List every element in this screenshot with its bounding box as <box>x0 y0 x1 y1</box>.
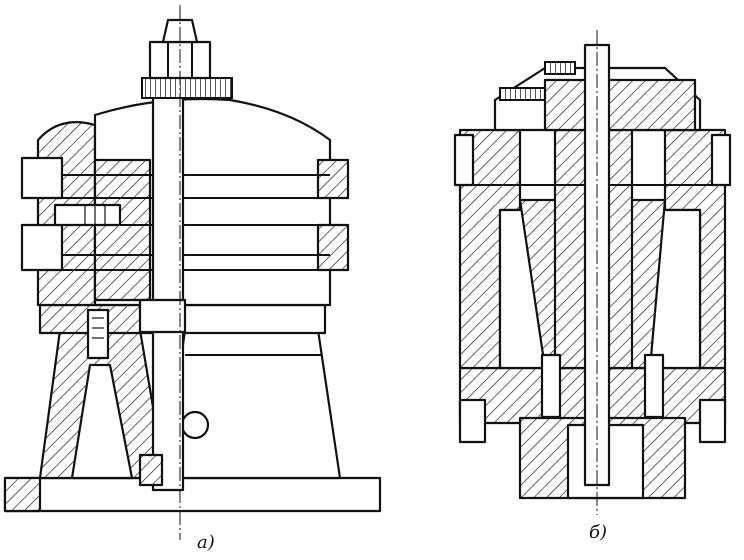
base-plate-section-left <box>3 476 42 513</box>
shaft-collar <box>138 298 187 334</box>
screw-left <box>540 353 562 419</box>
central-bolt <box>583 43 611 487</box>
internal-bolt <box>53 203 122 227</box>
pedestal-body <box>163 328 342 480</box>
view-b-caption: б) <box>589 522 608 543</box>
pedestal-cavity <box>70 363 134 480</box>
assembly-view-a <box>3 5 382 540</box>
inner-wall-section <box>93 158 152 302</box>
central-shaft <box>151 93 185 492</box>
base-foot-right <box>698 398 727 444</box>
view-a-caption: а) <box>197 532 215 553</box>
base-plate <box>3 476 382 513</box>
ring-right-upper <box>316 158 350 200</box>
ring-left-lower <box>20 223 64 272</box>
knurled-nut <box>141 77 233 99</box>
knurl-left <box>499 87 546 101</box>
side-plug <box>180 410 210 440</box>
shaft-bushing <box>138 453 164 487</box>
side-lug-left <box>453 133 475 187</box>
cap-section <box>543 78 697 132</box>
ring-left-upper <box>20 156 64 200</box>
base-foot-left <box>458 398 487 444</box>
assembly-view-b <box>453 30 732 515</box>
knurl-top <box>544 61 576 75</box>
side-lug-right <box>710 133 732 187</box>
ring-right-lower <box>316 223 350 272</box>
screw-right <box>643 353 665 419</box>
flange-screw <box>86 308 110 360</box>
